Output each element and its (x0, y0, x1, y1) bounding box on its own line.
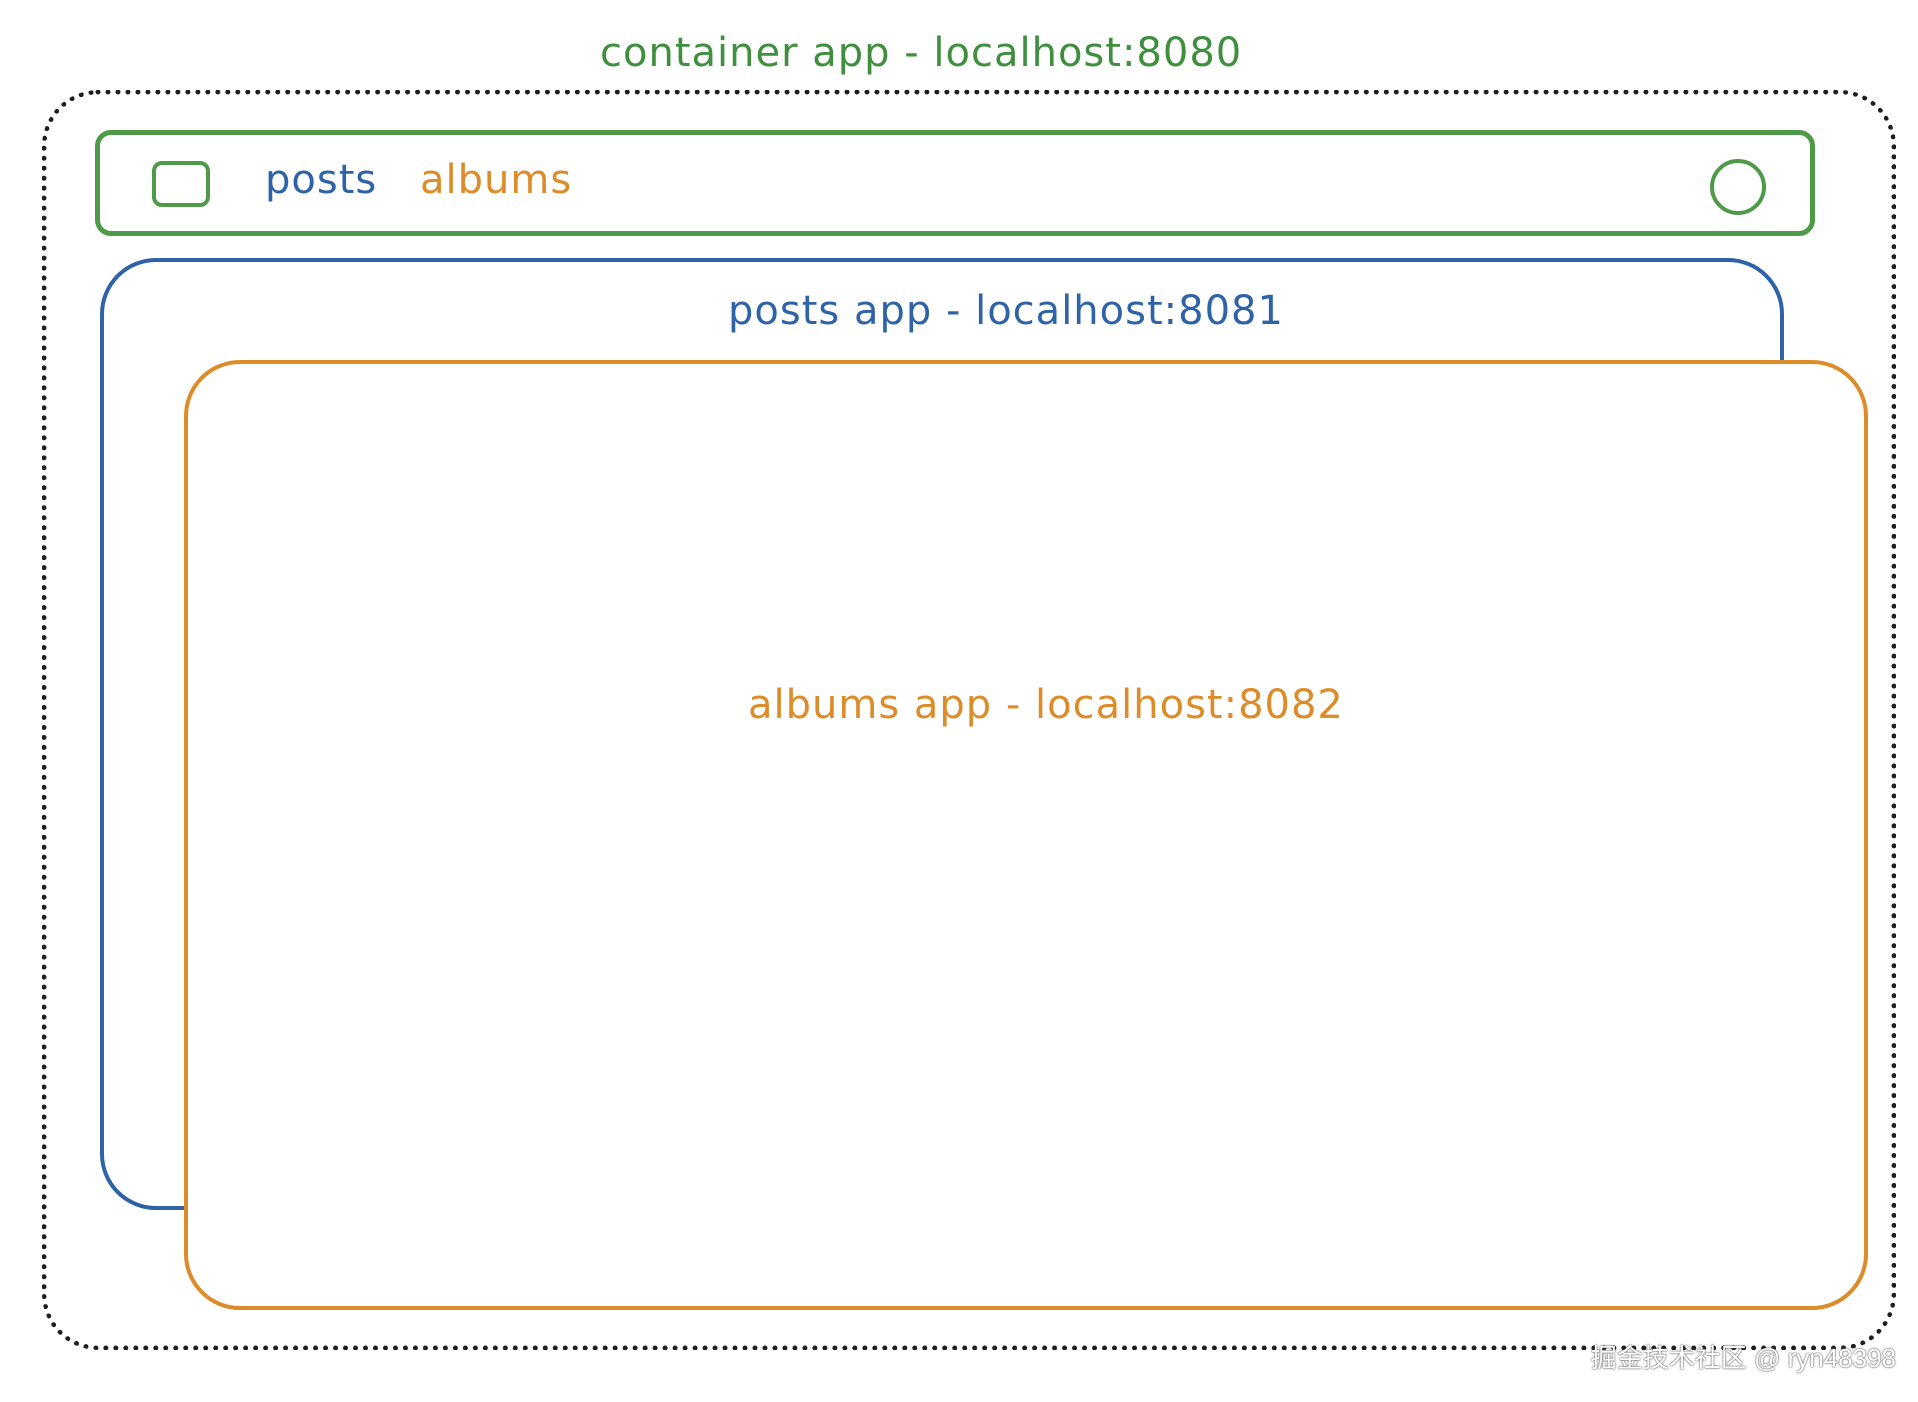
circle-icon[interactable] (1710, 159, 1766, 215)
nav-link-posts[interactable]: posts (265, 157, 378, 203)
navbar: posts albums (95, 130, 1815, 236)
watermark: 掘金技术社区 @ ryn48398 (1590, 1343, 1896, 1373)
albums-app-frame (184, 360, 1868, 1310)
square-icon[interactable] (152, 161, 210, 207)
container-app-frame (42, 90, 1896, 1350)
container-app-title: container app - localhost:8080 (600, 30, 1243, 76)
albums-app-title: albums app - localhost:8082 (748, 682, 1344, 728)
nav-link-albums[interactable]: albums (420, 157, 573, 203)
posts-app-title: posts app - localhost:8081 (728, 288, 1284, 334)
